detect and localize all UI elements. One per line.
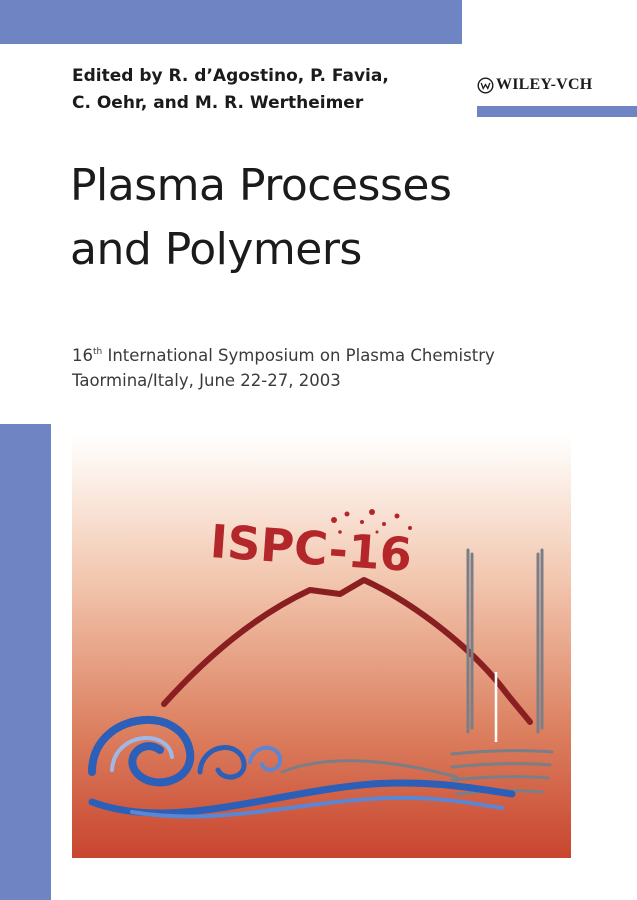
- publisher-logo: WILEY-VCH: [477, 76, 635, 94]
- symposium-artwork: ISPC-16: [72, 432, 571, 858]
- editors-credit: Edited by R. d’Agostino, P. Favia, C. Oe…: [72, 63, 472, 117]
- wiley-sigil-icon: [477, 76, 494, 94]
- ordinal-suffix: th: [93, 347, 103, 357]
- book-subtitle: 16th International Symposium on Plasma C…: [72, 340, 612, 393]
- volcano-outline: [161, 577, 533, 725]
- publisher-name: WILEY-VCH: [496, 76, 593, 93]
- electrode-lines: [450, 548, 554, 796]
- editors-line-1: Edited by R. d’Agostino, P. Favia,: [72, 66, 389, 86]
- subtitle-line-2: Taormina/Italy, June 22-27, 2003: [72, 371, 341, 390]
- subtitle-line-1-rest: International Symposium on Plasma Chemis…: [102, 346, 495, 365]
- top-accent-bar: [0, 0, 462, 44]
- publisher-accent-bar: [477, 106, 637, 117]
- book-title: Plasma Processes and Polymers: [70, 154, 620, 282]
- editors-line-2: C. Oehr, and M. R. Wertheimer: [72, 93, 364, 113]
- title-line-1: Plasma Processes: [70, 160, 452, 211]
- ordinal-number: 16: [72, 346, 93, 365]
- subtitle-line-1: 16th International Symposium on Plasma C…: [72, 340, 612, 368]
- logo-speckles: [331, 509, 412, 534]
- title-line-2: and Polymers: [70, 224, 362, 275]
- wave-swirls: [88, 716, 516, 819]
- left-accent-bar: [0, 424, 51, 900]
